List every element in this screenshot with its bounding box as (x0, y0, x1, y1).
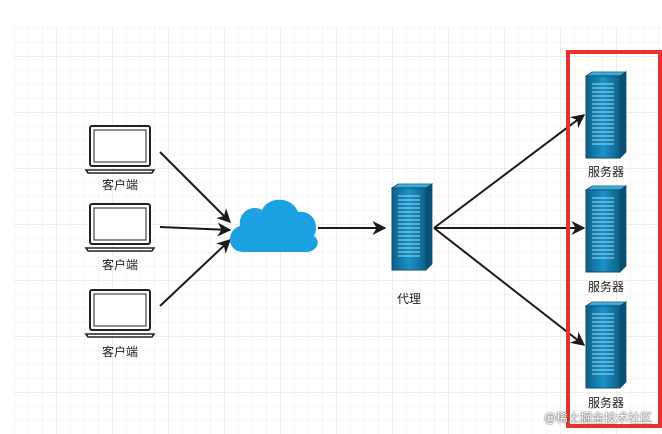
server-node-2 (585, 185, 627, 273)
server-icon (391, 183, 433, 271)
cloud-icon (229, 199, 318, 252)
laptop-icon (85, 203, 155, 252)
laptop-icon (85, 289, 155, 338)
arrow-client3-to-cloud (159, 239, 232, 307)
arrow-client1-to-cloud (159, 151, 231, 223)
server-label-1: 服务器 (587, 165, 625, 179)
connections (159, 114, 586, 346)
proxy-label: 代理 (396, 292, 422, 306)
client-label-3: 客户端 (101, 345, 139, 359)
server-label-3: 服务器 (587, 396, 625, 410)
server-node-3 (585, 301, 627, 389)
client-label-1: 客户端 (101, 178, 139, 192)
arrow-client2-to-cloud (159, 222, 232, 237)
server-label-2: 服务器 (587, 280, 625, 294)
client-node-2 (85, 203, 155, 252)
server-icon (585, 185, 627, 273)
client-label-2: 客户端 (101, 258, 139, 272)
client-node-3 (85, 289, 155, 338)
client-node-1 (85, 125, 155, 174)
server-icon (585, 301, 627, 389)
laptop-icon (85, 125, 155, 174)
internet-cloud (229, 199, 318, 252)
server-icon (585, 71, 627, 159)
server-node-1 (585, 71, 627, 159)
watermark-text: @稀土掘金技术社区 (543, 411, 652, 425)
arrow-proxy-to-server1 (433, 114, 586, 229)
arrow-proxy-to-server3 (433, 227, 586, 346)
proxy-node (391, 183, 433, 271)
server-group-highlight (566, 50, 662, 428)
